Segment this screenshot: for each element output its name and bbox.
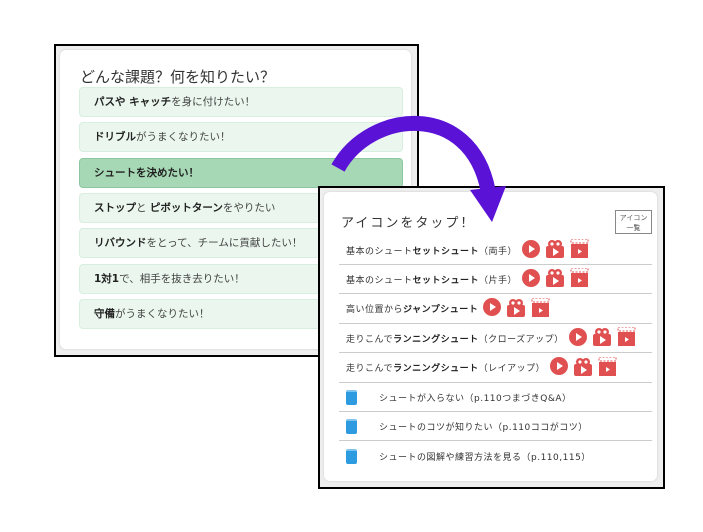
topic-item-text: をとって、チームに貢献したい！ <box>146 237 303 250</box>
play-icon[interactable] <box>483 298 502 319</box>
camera-icon[interactable] <box>573 357 593 379</box>
video-title: ランニングシュート <box>393 334 479 345</box>
clapperboard-icon[interactable] <box>617 326 636 349</box>
video-prefix: 基本のシュート <box>346 275 413 286</box>
clapperboard-icon[interactable] <box>531 297 550 320</box>
topic-item-text: ピボットターン <box>149 201 223 214</box>
icon-title: アイコンをタップ！ <box>341 216 476 231</box>
video-prefix: 高い位置から <box>346 305 404 316</box>
clapperboard-icon[interactable] <box>570 267 589 290</box>
topic-item-text: 守備 <box>94 307 115 320</box>
icon-panel: アイコンをタップ！ アイコン一覧 基本のシュート セットシュート（両手）基本のシ… <box>318 186 665 489</box>
topic-item-text: と <box>136 201 150 214</box>
play-icon[interactable] <box>568 327 587 349</box>
video-suffix: （クローズアップ） <box>478 334 564 345</box>
book-link-text: シュートが入らない（p.110つまづきQ&A） <box>379 393 572 404</box>
video-prefix: 走りこんで <box>346 364 394 375</box>
book-icon <box>346 448 357 464</box>
clapperboard-icon[interactable] <box>598 356 617 379</box>
book-row[interactable]: シュートが入らない（p.110つまづきQ&A） <box>339 383 652 412</box>
video-title: ランニングシュート <box>393 364 479 375</box>
topic-title: どんな課題？何を知りたい？ <box>80 68 276 86</box>
play-icon[interactable] <box>550 357 569 378</box>
topic-item[interactable]: パスや キャッチを身に付けたい！ <box>79 87 403 117</box>
topic-item-text: パスや <box>94 96 130 108</box>
play-icon[interactable] <box>522 239 541 261</box>
topic-item-text: 1対1 <box>94 272 120 285</box>
video-title: セットシュート <box>412 246 480 257</box>
topic-item-text: キャッチ <box>129 96 172 108</box>
topic-item-text: ドリブル <box>94 131 136 144</box>
book-link-text: シュートのコツが知りたい（p.110ココがコツ） <box>379 422 588 433</box>
topic-item-text: がうまくなりたい！ <box>136 131 231 144</box>
topic-item-text: を身に付けたい！ <box>171 96 256 108</box>
book-icon <box>346 389 357 405</box>
topic-item-text: で、相手を抜き去りたい！ <box>119 272 245 285</box>
icon-list-label-2: 一覧 <box>626 224 641 232</box>
topic-item[interactable]: ドリブルがうまくなりたい！ <box>79 122 403 153</box>
camera-icon[interactable] <box>545 239 565 261</box>
topic-item-text: リバウンド <box>94 237 147 250</box>
video-title: ジャンプシュート <box>403 305 479 316</box>
video-row: 高い位置から ジャンプシュート <box>339 295 652 324</box>
topic-panel: どんな課題？何を知りたい？ パスや キャッチを身に付けたい！ドリブルがうまくなり… <box>54 44 419 357</box>
video-title: セットシュート <box>412 275 480 286</box>
video-suffix: （レイアップ） <box>478 364 546 375</box>
icon-list-button[interactable]: アイコン一覧 <box>615 210 652 234</box>
book-icon <box>346 418 357 434</box>
clapperboard-icon[interactable] <box>570 238 589 261</box>
video-prefix: 走りこんで <box>346 334 394 345</box>
topic-item-text: がうまくなりたい！ <box>115 307 210 320</box>
topic-item[interactable]: シュートを決めたい！ <box>79 157 403 188</box>
camera-icon[interactable] <box>545 268 565 290</box>
video-row: 基本のシュート セットシュート（両手） <box>339 236 652 265</box>
video-prefix: 基本のシュート <box>346 246 413 257</box>
video-row: 走りこんで ランニングシュート（クローズアップ） <box>339 324 652 354</box>
camera-icon[interactable] <box>506 298 526 320</box>
topic-item-text: をやりたい <box>222 201 276 214</box>
camera-icon[interactable] <box>592 327 612 349</box>
video-suffix: （片手） <box>479 275 518 286</box>
book-link-text: シュートの図解や練習方法を見る（p.110,115） <box>379 452 591 463</box>
icon-card: アイコンをタップ！ アイコン一覧 基本のシュート セットシュート（両手）基本のシ… <box>324 192 657 481</box>
video-row: 基本のシュート セットシュート（片手） <box>339 265 652 295</box>
topic-item-text: ストップ <box>94 201 136 214</box>
book-row[interactable]: シュートの図解や練習方法を見る（p.110,115） <box>339 442 652 471</box>
video-suffix: （両手） <box>479 246 518 257</box>
icon-list-label-1: アイコン <box>619 214 648 222</box>
play-icon[interactable] <box>522 268 541 290</box>
book-row[interactable]: シュートのコツが知りたい（p.110ココがコツ） <box>339 412 652 442</box>
topic-item-text: シュートを決めたい！ <box>94 166 199 179</box>
video-row: 走りこんで ランニングシュート（レイアップ） <box>339 354 652 383</box>
